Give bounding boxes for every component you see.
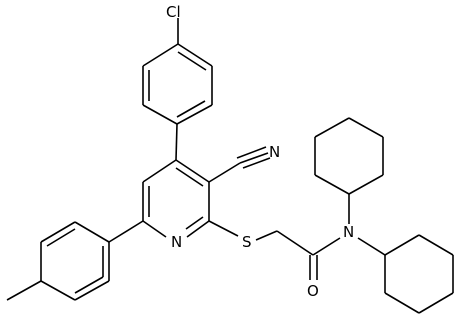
chlorophenyl-ring <box>142 43 213 125</box>
pyridine-ring <box>142 159 210 238</box>
methyl-bond <box>6 280 42 301</box>
cyclohexyl-ring-2 <box>384 234 454 314</box>
chlorine-atom-label: Cl <box>166 3 181 21</box>
pyridine-tolyl-bond <box>108 220 144 243</box>
aryl-pyridine-bond <box>175 123 178 161</box>
carbonyl-double-bond <box>309 255 318 280</box>
tolyl-ring <box>40 221 110 301</box>
nitrile-group <box>208 146 271 183</box>
s-ch2-bond <box>255 230 278 241</box>
nitrile-nitrogen-label: N <box>269 143 280 161</box>
sulfur-atom-label: S <box>242 233 252 251</box>
amide-nitrogen-label: N <box>343 223 354 241</box>
co-n-bond <box>312 237 341 256</box>
c-s-bond <box>208 220 239 237</box>
ch2-co-bond <box>276 230 314 256</box>
cyclohexyl-ring-1 <box>314 117 384 195</box>
n-cyclohexyl2-bond <box>357 237 386 256</box>
pyridine-nitrogen-label: N <box>171 233 182 251</box>
oxygen-atom-label: O <box>307 282 319 300</box>
